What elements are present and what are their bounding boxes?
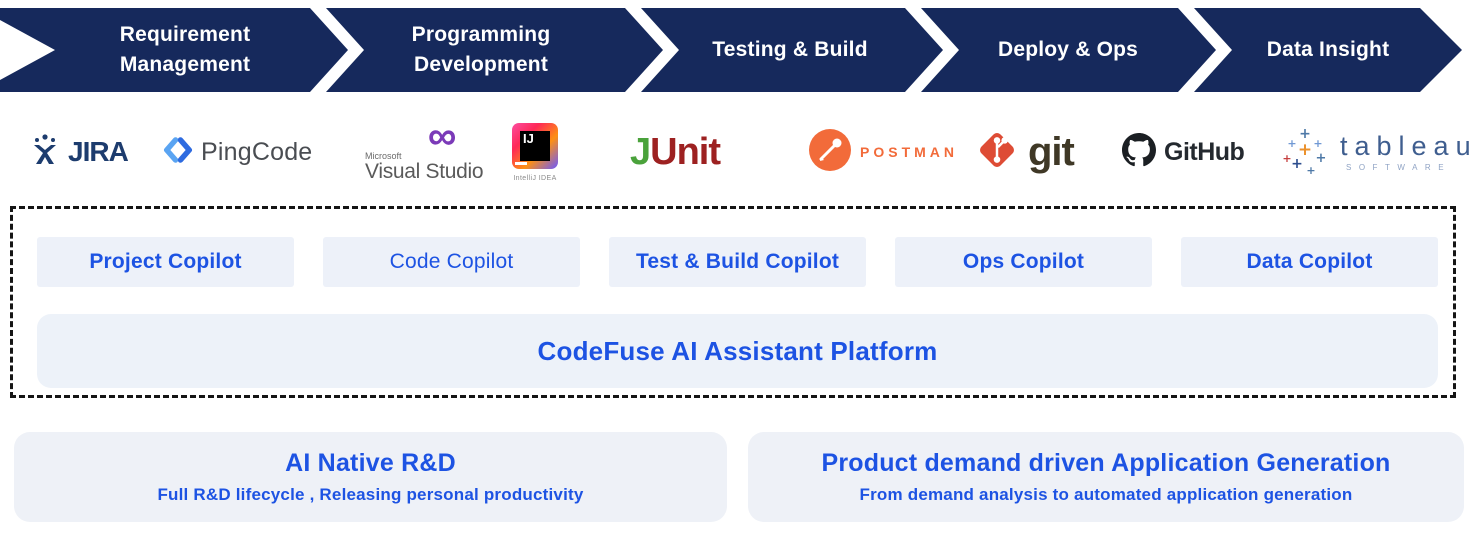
git-wordmark: git	[1028, 129, 1075, 174]
github-wordmark: GitHub	[1164, 137, 1245, 166]
stage-programming-development: Programming Development	[411, 22, 551, 76]
intellij-badge-letters: IJ	[520, 130, 550, 161]
intellij-caption: IntelliJ IDEA	[513, 174, 557, 182]
ops-copilot-chip: Ops Copilot	[895, 237, 1152, 287]
test-build-copilot-chip: Test & Build Copilot	[609, 237, 866, 287]
logo-tableau: + + + + + + + + tableau SOFTWARE	[1280, 110, 1478, 194]
jira-icon	[30, 133, 60, 172]
svg-text:+: +	[1282, 152, 1291, 165]
logo-git: git	[974, 110, 1075, 194]
highlight-title: Product demand driven Application Genera…	[821, 449, 1391, 477]
logo-github: GitHub	[1122, 110, 1245, 194]
svg-text:+: +	[1287, 137, 1296, 150]
pingcode-icon	[163, 135, 193, 170]
intellij-underscore	[515, 161, 527, 165]
stage-testing-build: Testing & Build	[712, 37, 868, 61]
tableau-software-label: SOFTWARE	[1346, 162, 1452, 172]
highlight-subtitle: From demand analysis to automated applic…	[859, 485, 1353, 504]
tableau-wordmark: tableau	[1340, 130, 1478, 161]
svg-text:+: +	[1313, 137, 1322, 150]
pingcode-wordmark: PingCode	[201, 137, 313, 166]
logo-postman: POSTMAN	[808, 110, 958, 194]
logo-junit: J Unit	[630, 110, 721, 194]
codefuse-platform-panel	[10, 206, 1456, 398]
postman-wordmark: POSTMAN	[860, 144, 958, 160]
visual-studio-infinity-icon: ∞	[427, 114, 457, 158]
stage-deploy-ops: Deploy & Ops	[997, 37, 1139, 61]
git-icon	[974, 127, 1020, 178]
logo-jira: JIRA	[30, 110, 129, 194]
svg-text:+: +	[1291, 156, 1303, 172]
github-octocat-icon	[1122, 132, 1156, 172]
codefuse-platform-bar: CodeFuse AI Assistant Platform	[37, 314, 1438, 388]
visual-studio-brand: Microsoft	[365, 151, 402, 161]
junit-wordmark-unit: Unit	[650, 130, 721, 173]
svg-text:+: +	[1298, 140, 1312, 160]
logo-pingcode: PingCode	[163, 110, 312, 194]
stage-requirement-management: Requirement Management	[119, 22, 251, 76]
logo-intellij-idea: IJ IntelliJ IDEA	[512, 110, 558, 194]
svg-text:+: +	[1299, 126, 1311, 142]
logo-visual-studio: ∞ Microsoft Visual Studio	[365, 110, 484, 194]
highlight-app-generation: Product demand driven Application Genera…	[748, 432, 1464, 522]
data-copilot-chip: Data Copilot	[1181, 237, 1438, 287]
highlight-subtitle: Full R&D lifecycle , Releasing personal …	[157, 485, 584, 504]
stage-data-insight: Data Insight	[1266, 37, 1390, 61]
tableau-plus-cluster-icon: + + + + + + + +	[1280, 122, 1330, 183]
project-copilot-chip: Project Copilot	[37, 237, 294, 287]
jira-wordmark: JIRA	[68, 136, 129, 167]
pipeline-banner: Requirement Management Programming Devel…	[0, 8, 1478, 92]
svg-text:+: +	[1316, 151, 1327, 166]
pipeline-chevron-shapes	[0, 8, 1462, 92]
highlight-ai-native-rd: AI Native R&D Full R&D lifecycle , Relea…	[14, 432, 727, 522]
highlight-title: AI Native R&D	[285, 449, 456, 477]
postman-icon	[808, 128, 852, 177]
junit-wordmark-j: J	[630, 130, 651, 173]
intellij-icon: IJ	[512, 122, 558, 169]
visual-studio-wordmark: Visual Studio	[365, 160, 484, 183]
code-copilot-chip: Code Copilot	[323, 237, 580, 287]
svg-text:+: +	[1306, 164, 1315, 177]
